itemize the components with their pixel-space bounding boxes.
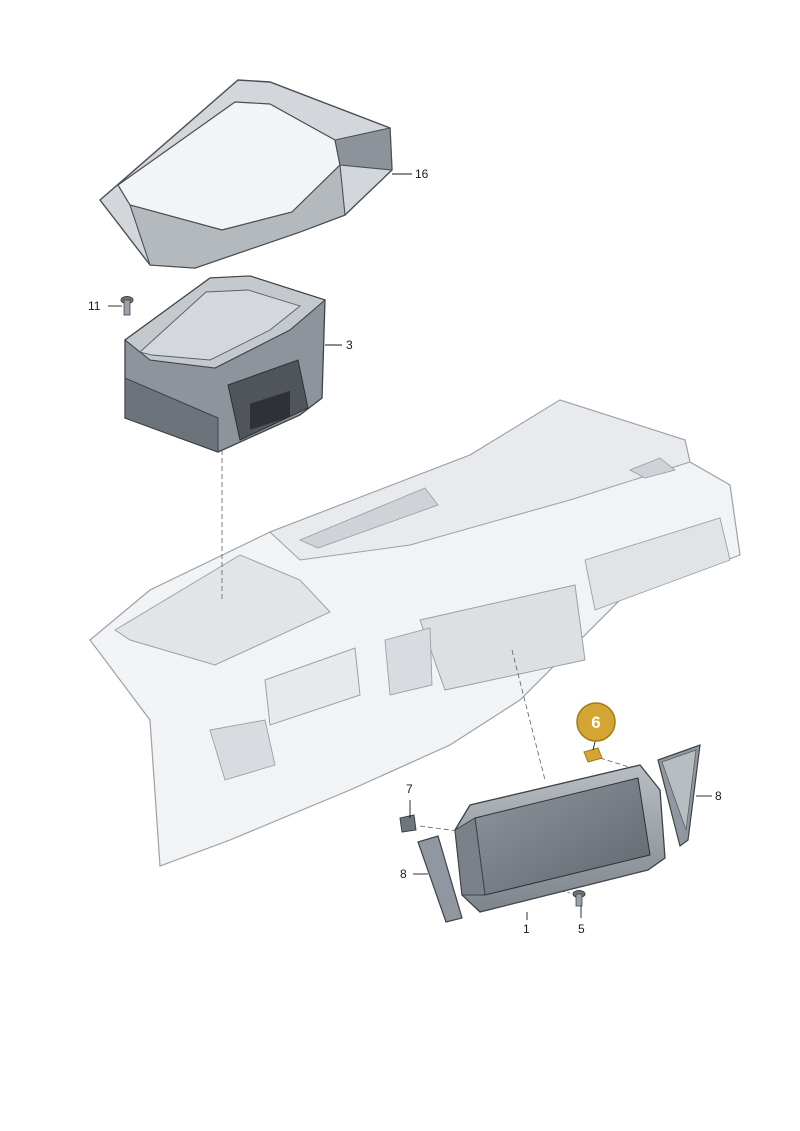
callout-11: 11 xyxy=(88,299,101,313)
callout-3: 3 xyxy=(346,338,353,352)
part-11-screw xyxy=(120,296,134,316)
dashboard-panel xyxy=(89,399,741,867)
part-5-screw xyxy=(572,890,586,907)
part-3-display-unit xyxy=(124,275,327,453)
part-8-left-trim xyxy=(417,835,463,923)
callout-5: 5 xyxy=(578,922,585,936)
callout-1: 1 xyxy=(523,922,530,936)
part-1-instrument-display xyxy=(454,764,666,913)
callout-8-left: 8 xyxy=(400,867,407,881)
callout-6: 6 xyxy=(591,713,600,732)
part-7-clip xyxy=(399,814,417,833)
callout-16: 16 xyxy=(415,167,429,181)
part-8-right-trim xyxy=(657,744,701,848)
callout-8-right: 8 xyxy=(715,789,722,803)
part-6-clip xyxy=(583,747,603,763)
callout-6-badge[interactable]: 6 xyxy=(576,702,616,742)
part-16-display-cowl xyxy=(99,79,393,269)
callout-7: 7 xyxy=(406,782,413,796)
